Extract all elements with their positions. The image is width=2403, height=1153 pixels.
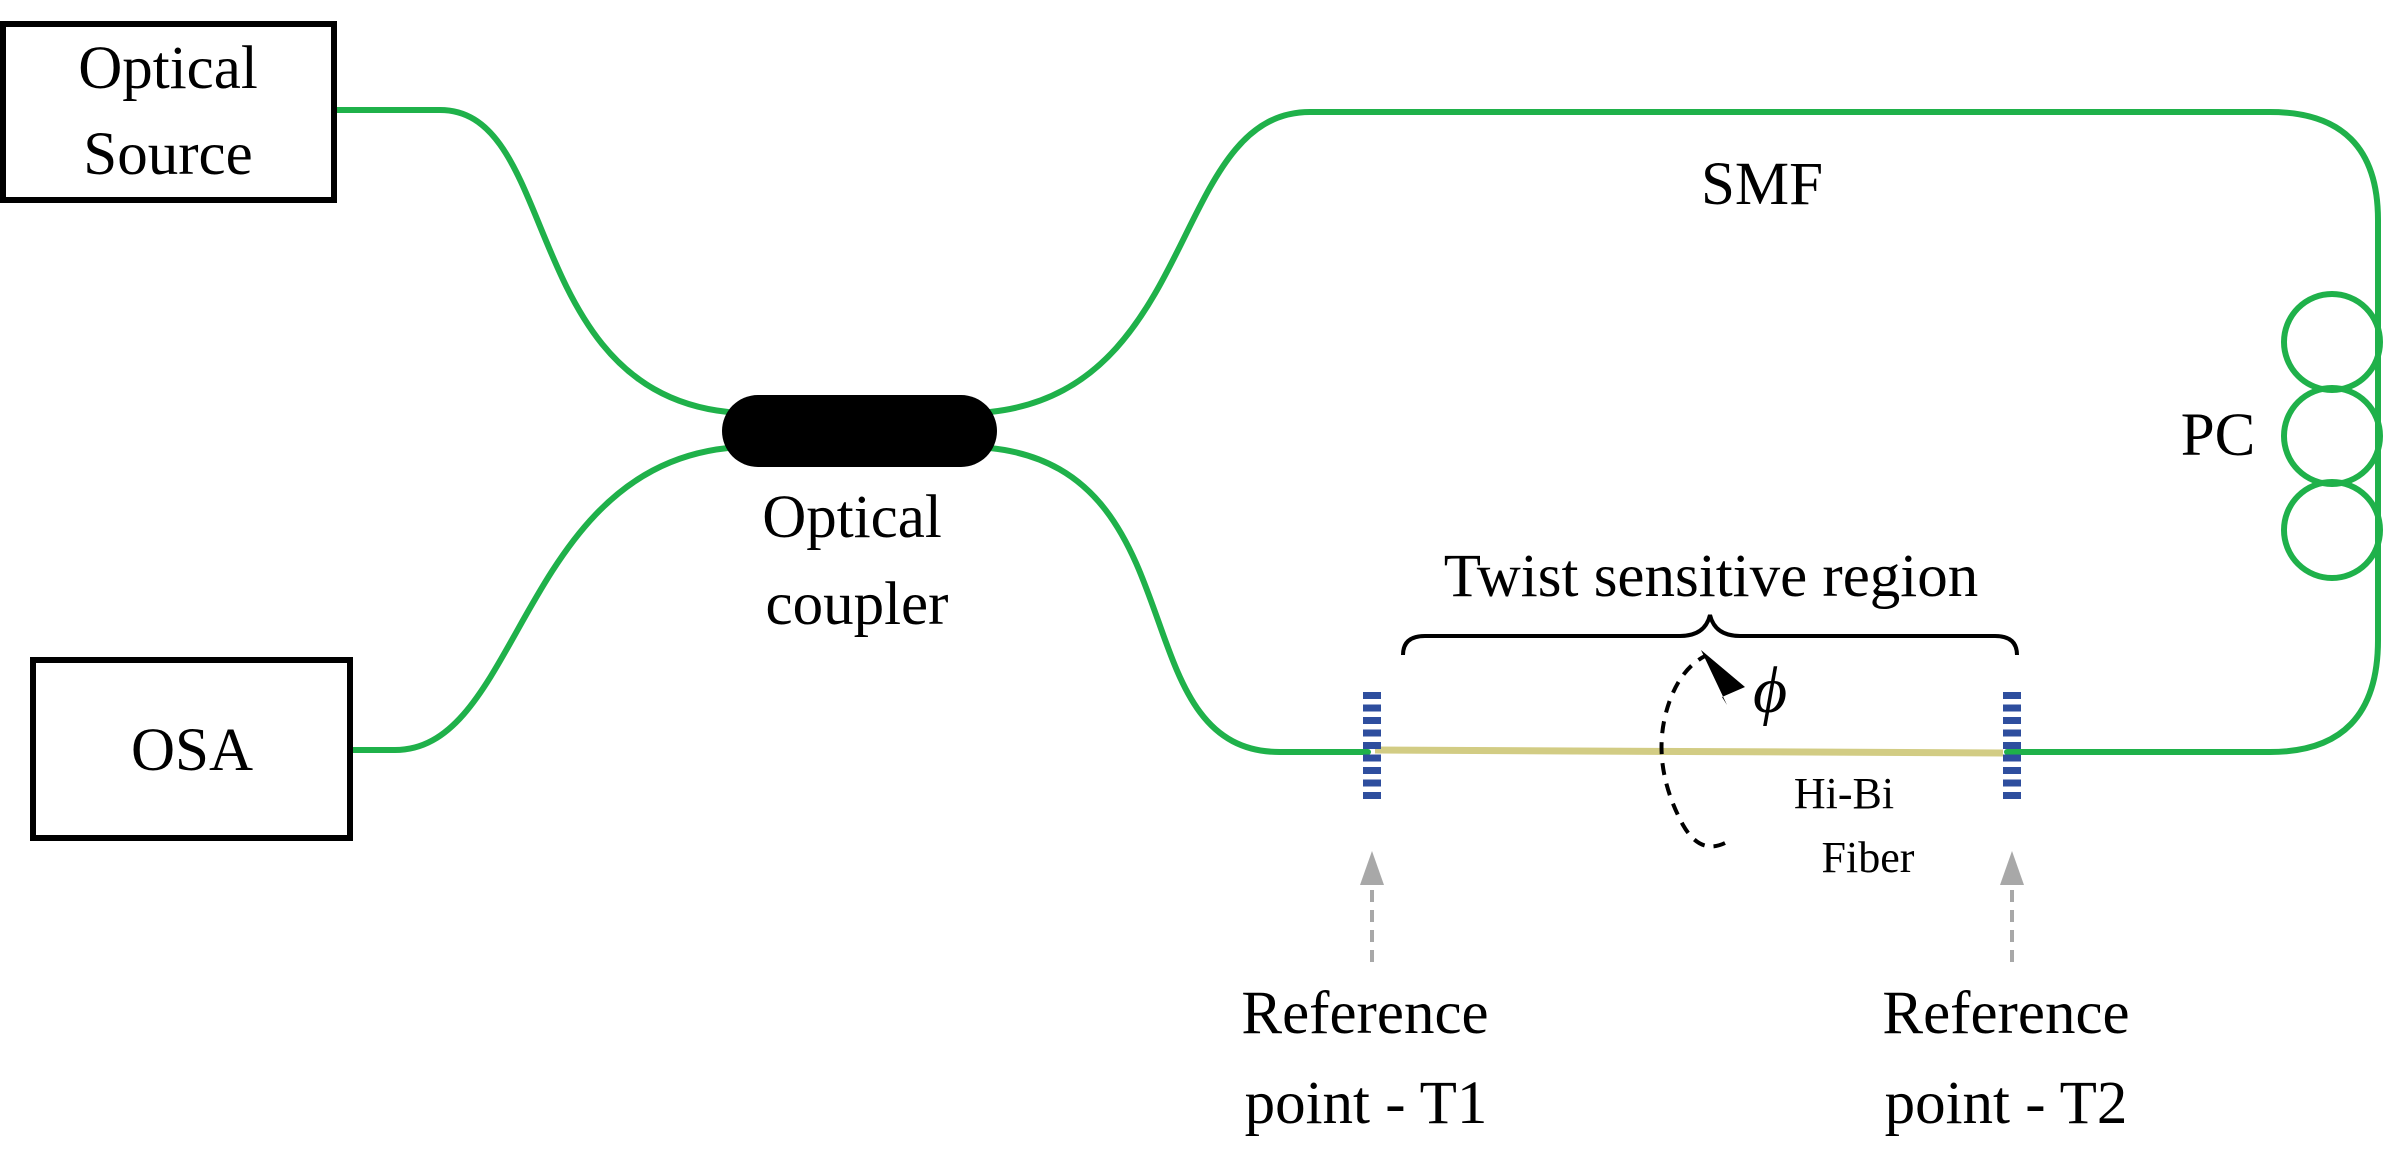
polarization-controller bbox=[2281, 291, 2383, 581]
reference-mark-dash bbox=[1363, 717, 1381, 724]
pc-loop-bottom bbox=[2281, 479, 2383, 581]
up-arrow-icon bbox=[2000, 851, 2024, 962]
reference-mark-dash bbox=[1363, 692, 1381, 699]
reference-t1-label-line1: Reference bbox=[1241, 980, 1488, 1047]
optical-coupler bbox=[722, 395, 997, 467]
reference-mark-dash bbox=[1363, 729, 1381, 737]
twist-region-label: Twist sensitive region bbox=[1444, 543, 1979, 610]
optical-source-box: Optical Source bbox=[0, 21, 337, 203]
reference-mark-dash bbox=[1363, 704, 1381, 712]
reference-mark-dash bbox=[2003, 792, 2021, 799]
smf-upper-fiber bbox=[987, 109, 2381, 755]
osa-label: OSA bbox=[131, 717, 253, 784]
pc-loop-middle bbox=[2281, 385, 2383, 487]
reference-mark-dash bbox=[2003, 717, 2021, 724]
reference-mark-dash bbox=[2003, 704, 2021, 712]
reference-mark-t2 bbox=[2003, 692, 2021, 799]
reference-mark-dash bbox=[2003, 779, 2021, 787]
reference-markers bbox=[1363, 692, 2021, 799]
reference-t2-label-line2: point - T2 bbox=[1885, 1070, 2128, 1137]
pc-label: PC bbox=[2181, 402, 2256, 469]
reference-mark-dash bbox=[1363, 754, 1381, 762]
reference-mark-dash bbox=[1363, 767, 1381, 774]
up-arrow-icon bbox=[1360, 851, 1384, 962]
reference-mark-dash bbox=[2003, 692, 2021, 699]
fiber-lines bbox=[332, 107, 2381, 755]
lower-branch-fiber bbox=[987, 445, 1371, 755]
coupler-label-line1: Optical bbox=[762, 484, 942, 551]
reference-mark-dash bbox=[2003, 767, 2021, 774]
twist-angle-symbol: ϕ bbox=[1753, 654, 1787, 727]
reference-mark-dash bbox=[1363, 792, 1381, 799]
reference-mark-dash bbox=[2003, 754, 2021, 762]
hibi-fiber-segment bbox=[1374, 746, 2004, 757]
coupler-label-line2: coupler bbox=[766, 571, 949, 638]
smf-label: SMF bbox=[1701, 151, 1823, 218]
optical-source-label-line2: Source bbox=[83, 121, 252, 188]
reference-mark-dash bbox=[1363, 742, 1381, 749]
reference-mark-t1 bbox=[1363, 692, 1381, 799]
twist-region-brace bbox=[1401, 614, 2019, 656]
reference-mark-dash bbox=[1363, 779, 1381, 787]
reference-t2-label-line1: Reference bbox=[1882, 980, 2129, 1047]
hibi-label-line2: Fiber bbox=[1822, 833, 1915, 882]
osa-fiber bbox=[347, 445, 731, 753]
rotation-arrow-icon bbox=[1659, 650, 1745, 849]
reference-mark-dash bbox=[2003, 729, 2021, 737]
osa-box: OSA bbox=[30, 657, 353, 841]
reference-t1-label-line2: point - T1 bbox=[1245, 1070, 1488, 1137]
pc-loop-top bbox=[2281, 291, 2383, 393]
source-fiber bbox=[332, 107, 731, 415]
hibi-label-line1: Hi-Bi bbox=[1794, 769, 1894, 818]
reference-mark-dash bbox=[2003, 742, 2021, 749]
optical-source-label-line1: Optical bbox=[78, 35, 258, 102]
